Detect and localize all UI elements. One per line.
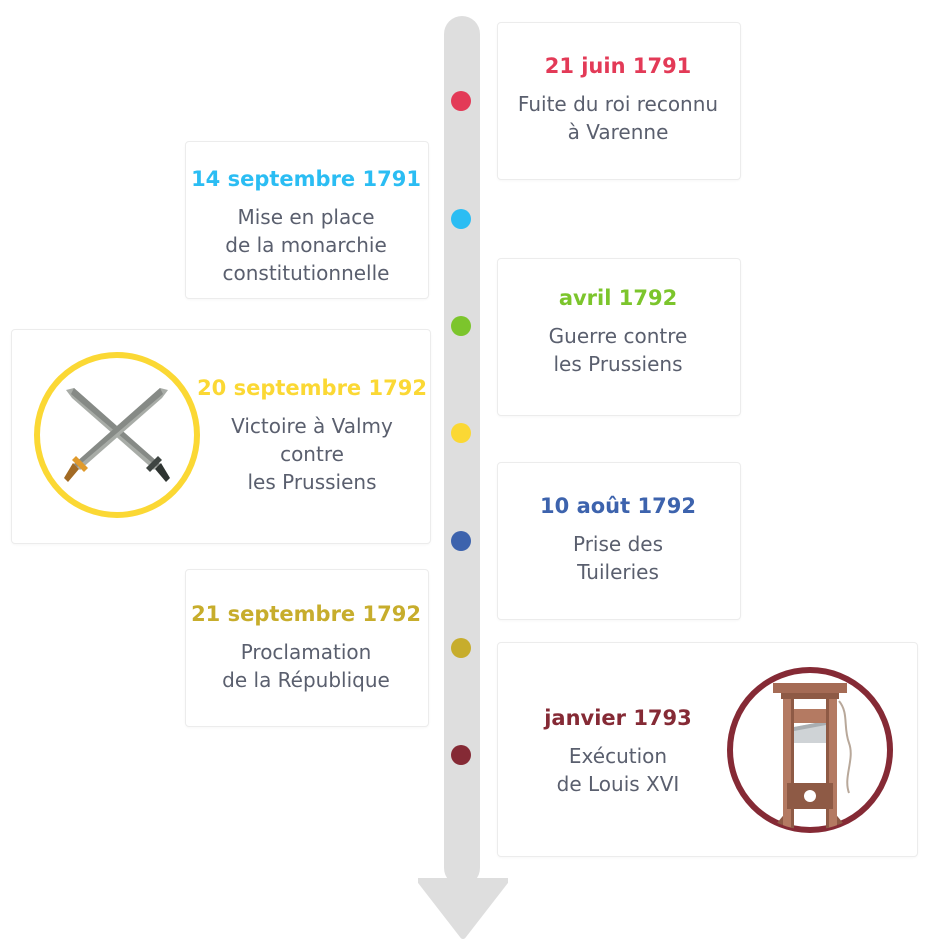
event-card-1 — [497, 22, 741, 180]
event-date: 21 juin 1791 — [544, 54, 692, 78]
event-description: Proclamation de la République — [222, 640, 390, 692]
timeline-dot-4 — [451, 423, 471, 443]
event-description: Prise des Tuileries — [573, 532, 663, 584]
event-text-4: 20 septembre 1792 Victoire à Valmy contr… — [197, 374, 427, 496]
event-text-3: avril 1792 Guerre contre les Prussiens — [497, 284, 739, 378]
timeline-dot-3 — [451, 316, 471, 336]
event-description: Mise en place de la monarchie constituti… — [222, 205, 390, 285]
guillotine-icon — [727, 667, 893, 833]
event-date: 10 août 1792 — [540, 494, 696, 518]
event-card-5 — [497, 462, 741, 620]
timeline-dot-7 — [451, 745, 471, 765]
event-date: 20 septembre 1792 — [197, 376, 427, 400]
event-description: Exécution de Louis XVI — [556, 744, 680, 796]
event-date: 21 septembre 1792 — [191, 602, 421, 626]
event-text-6: 21 septembre 1792 Proclamation de la Rép… — [185, 600, 427, 694]
event-date: 14 septembre 1791 — [191, 167, 421, 191]
timeline-dot-6 — [451, 638, 471, 658]
event-card-6 — [185, 569, 429, 727]
timeline-dot-2 — [451, 209, 471, 229]
timeline-arrow-icon — [418, 878, 508, 939]
event-description: Guerre contre les Prussiens — [548, 324, 688, 376]
event-date: janvier 1793 — [544, 706, 692, 730]
timeline-dot-1 — [451, 91, 471, 111]
event-text-5: 10 août 1792 Prise des Tuileries — [497, 492, 739, 586]
timeline-axis — [444, 16, 480, 886]
event-description: Victoire à Valmy contre les Prussiens — [231, 414, 393, 494]
event-text-7: janvier 1793 Exécution de Louis XVI — [497, 704, 739, 798]
event-date: avril 1792 — [558, 286, 678, 310]
crossed-swords-icon — [34, 352, 200, 518]
event-text-2: 14 septembre 1791 Mise en place de la mo… — [185, 165, 427, 287]
event-card-2 — [185, 141, 429, 299]
event-description: Fuite du roi reconnu à Varenne — [517, 92, 719, 144]
event-text-1: 21 juin 1791 Fuite du roi reconnu à Vare… — [497, 52, 739, 146]
event-card-3 — [497, 258, 741, 416]
timeline-dot-5 — [451, 531, 471, 551]
